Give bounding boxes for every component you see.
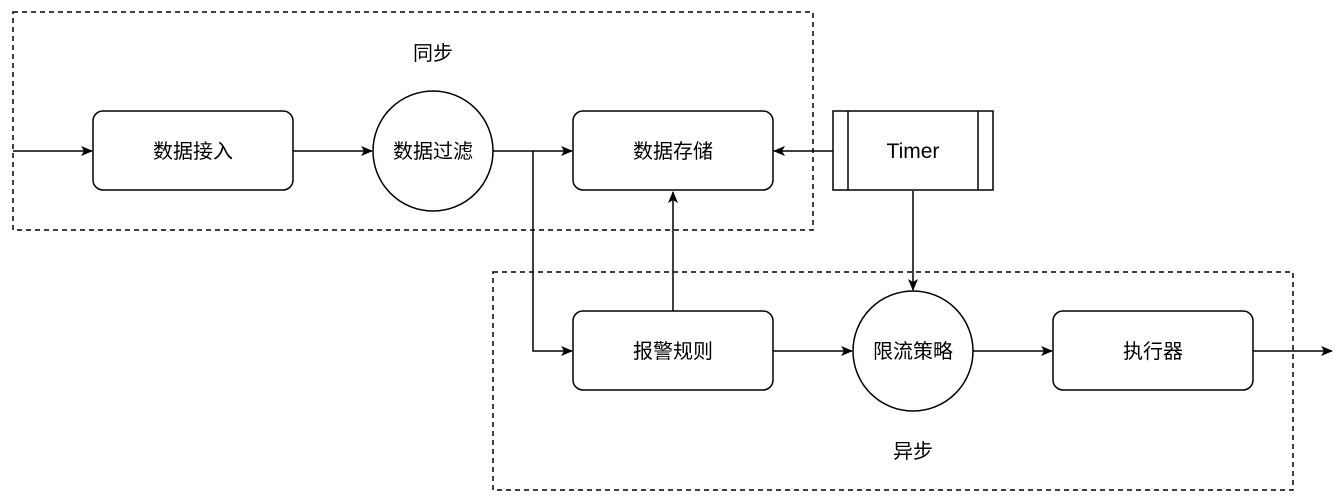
- async-group: 异步: [492, 271, 1294, 491]
- node-alert-rules: 报警规则: [572, 310, 774, 391]
- node-timer-label: Timer: [887, 140, 940, 163]
- node-ingest: 数据接入: [92, 110, 294, 191]
- filter-to-alert-arrow: [532, 151, 573, 356]
- sync-group-label: 同步: [413, 41, 453, 65]
- node-timer: Timer: [832, 110, 994, 191]
- node-storage-label: 数据存储: [633, 139, 713, 163]
- node-storage: 数据存储: [572, 110, 774, 191]
- node-ingest-label: 数据接入: [153, 139, 233, 163]
- node-executor-label: 执行器: [1123, 339, 1183, 363]
- node-executor: 执行器: [1052, 310, 1254, 391]
- sync-group: 同步: [12, 11, 814, 231]
- node-filter-label: 数据过滤: [393, 139, 473, 163]
- node-filter: 数据过滤: [372, 90, 494, 212]
- node-alert-rules-label: 报警规则: [633, 339, 713, 363]
- async-group-label: 异步: [893, 439, 933, 463]
- node-rate-limit: 限流策略: [852, 290, 974, 412]
- node-rate-limit-label: 限流策略: [873, 339, 953, 363]
